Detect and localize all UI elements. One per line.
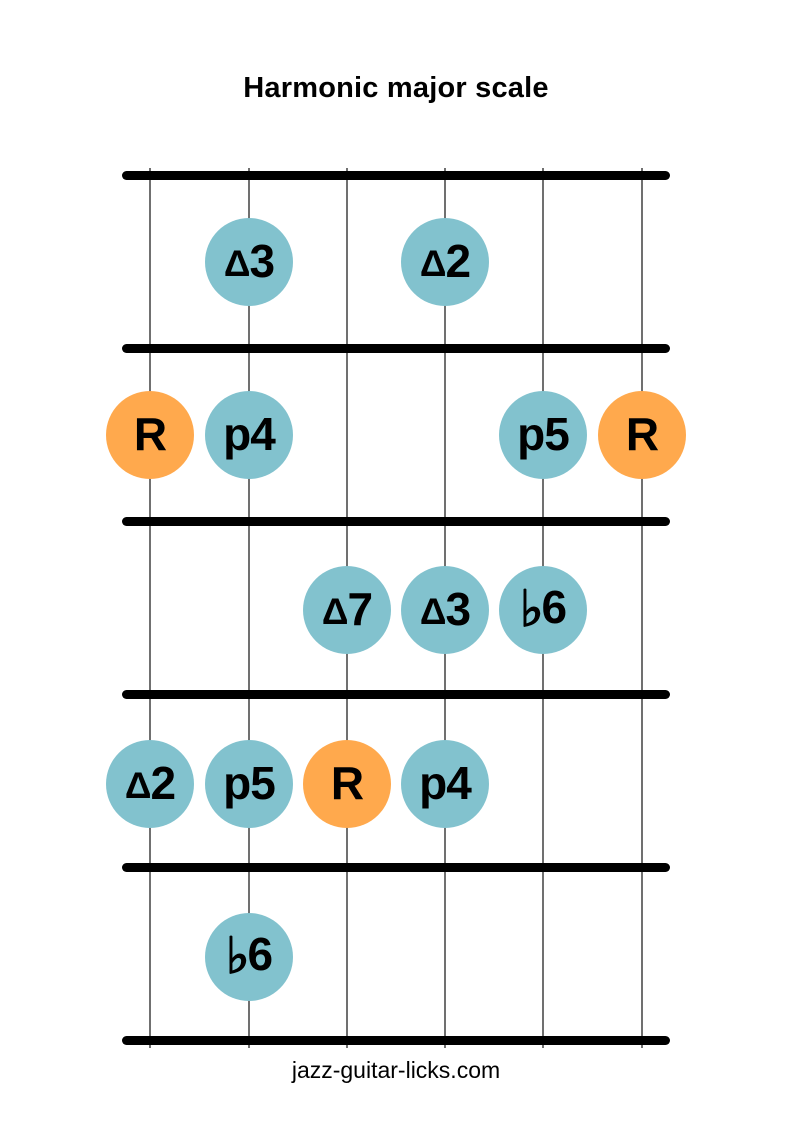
note-dot-interval[interactable]: Δ3 xyxy=(205,218,293,306)
note-dot-interval[interactable]: ♭6 xyxy=(499,566,587,654)
string-line-2 xyxy=(248,168,250,1048)
note-label: p5 xyxy=(517,408,570,460)
note-dot-interval[interactable]: Δ2 xyxy=(401,218,489,306)
note-dot-interval[interactable]: p5 xyxy=(499,391,587,479)
note-dot-interval[interactable]: ♭6 xyxy=(205,913,293,1001)
fret-line-5 xyxy=(122,1036,670,1045)
site-credit: jazz-guitar-licks.com xyxy=(291,1057,501,1083)
note-dot-interval[interactable]: p5 xyxy=(205,740,293,828)
note-label: Δ3 xyxy=(419,583,471,635)
fret-line-3 xyxy=(122,690,670,699)
fret-line-4 xyxy=(122,863,670,872)
triangle-icon: Δ xyxy=(223,243,251,284)
flat-icon: ♭ xyxy=(225,928,250,984)
note-dot-root[interactable]: R xyxy=(303,740,391,828)
fret-line-1 xyxy=(122,344,670,353)
note-dot-interval[interactable]: Δ2 xyxy=(106,740,194,828)
flat-icon: ♭ xyxy=(519,581,544,637)
note-label: ♭6 xyxy=(519,581,567,637)
note-dot-root[interactable]: R xyxy=(106,391,194,479)
note-label: Δ2 xyxy=(124,757,176,809)
note-label: Δ3 xyxy=(223,235,275,287)
page-title: Harmonic major scale xyxy=(243,72,549,104)
triangle-icon: Δ xyxy=(419,243,447,284)
note-label: R xyxy=(330,757,364,809)
note-label: R xyxy=(625,408,659,460)
triangle-icon: Δ xyxy=(124,765,152,806)
fret-line-0 xyxy=(122,171,670,180)
string-line-1 xyxy=(149,168,151,1048)
note-dot-interval[interactable]: p4 xyxy=(205,391,293,479)
note-label: Δ2 xyxy=(419,235,471,287)
note-dot-root[interactable]: R xyxy=(598,391,686,479)
string-line-6 xyxy=(641,168,643,1048)
note-label: R xyxy=(133,408,167,460)
fret-line-2 xyxy=(122,517,670,526)
note-dot-interval[interactable]: Δ3 xyxy=(401,566,489,654)
triangle-icon: Δ xyxy=(419,591,447,632)
note-label: ♭6 xyxy=(225,928,273,984)
note-label: p5 xyxy=(223,757,276,809)
note-label: Δ7 xyxy=(321,583,373,635)
note-dot-interval[interactable]: p4 xyxy=(401,740,489,828)
note-dot-interval[interactable]: Δ7 xyxy=(303,566,391,654)
note-label: p4 xyxy=(223,408,276,460)
triangle-icon: Δ xyxy=(321,591,349,632)
note-label: p4 xyxy=(419,757,472,809)
